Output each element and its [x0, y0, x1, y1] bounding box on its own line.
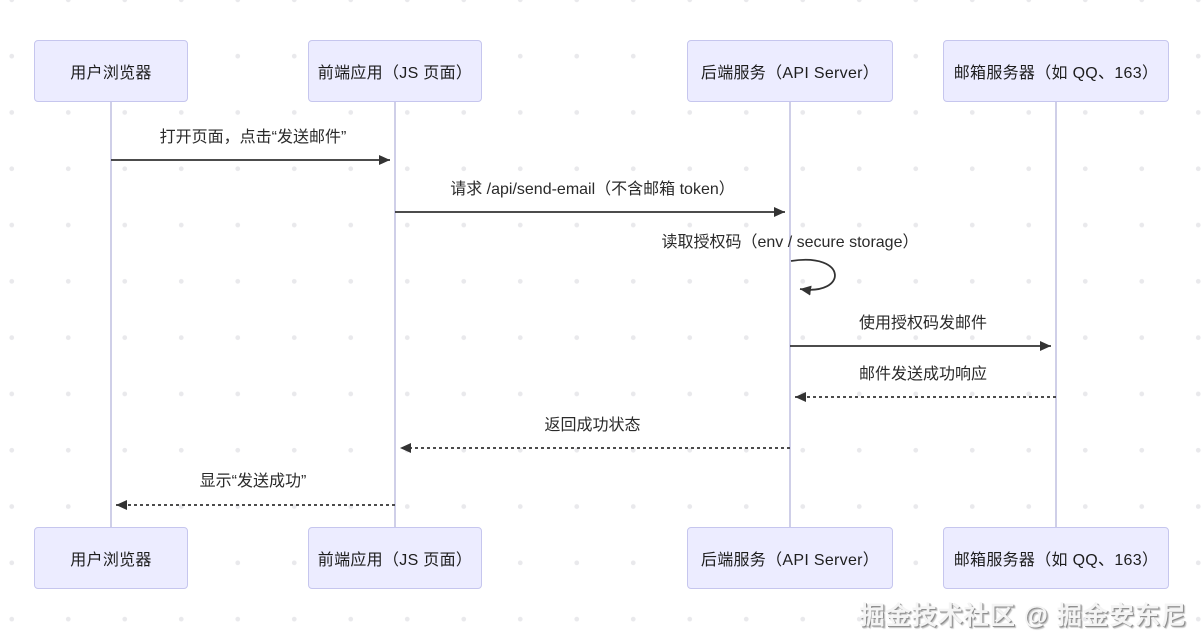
actor-label: 前端应用（JS 页面）	[317, 552, 473, 569]
actor-label: 后端服务（API Server）	[700, 552, 880, 569]
watermark-text: 掘金技术社区 @ 掘金安东尼	[859, 602, 1187, 630]
lifeline-mail	[1055, 101, 1057, 528]
actor-bottom-mail: 邮箱服务器（如 QQ、163）	[943, 527, 1169, 589]
actor-label: 前端应用（JS 页面）	[317, 65, 473, 82]
message-label-send-mail: 使用授权码发邮件	[858, 315, 987, 332]
actor-label: 邮箱服务器（如 QQ、163）	[953, 65, 1159, 82]
actor-bottom-frontend: 前端应用（JS 页面）	[308, 527, 482, 589]
actor-top-frontend: 前端应用（JS 页面）	[308, 40, 482, 102]
actor-label: 后端服务（API Server）	[700, 65, 880, 82]
actor-top-browser: 用户浏览器	[34, 40, 188, 102]
lifeline-frontend	[394, 101, 396, 528]
actor-label: 用户浏览器	[70, 65, 152, 82]
message-label-api-request: 请求 /api/send-email（不含邮箱 token）	[450, 181, 735, 198]
actor-label: 用户浏览器	[70, 552, 152, 569]
actor-top-mail: 邮箱服务器（如 QQ、163）	[943, 40, 1169, 102]
message-label-return-status: 返回成功状态	[544, 417, 641, 434]
message-label-mail-success: 邮件发送成功响应	[858, 366, 987, 383]
arrow-self-read-token	[790, 258, 836, 296]
actor-bottom-browser: 用户浏览器	[34, 527, 188, 589]
message-label-open-page: 打开页面，点击“发送邮件”	[159, 129, 347, 146]
actor-bottom-backend: 后端服务（API Server）	[687, 527, 893, 589]
actor-label: 邮箱服务器（如 QQ、163）	[953, 552, 1159, 569]
lifeline-backend	[789, 101, 791, 528]
message-label-show-success: 显示“发送成功”	[199, 473, 307, 490]
lifeline-browser	[110, 101, 112, 528]
message-label-read-token: 读取授权码（env / secure storage）	[661, 234, 919, 251]
actor-top-backend: 后端服务（API Server）	[687, 40, 893, 102]
